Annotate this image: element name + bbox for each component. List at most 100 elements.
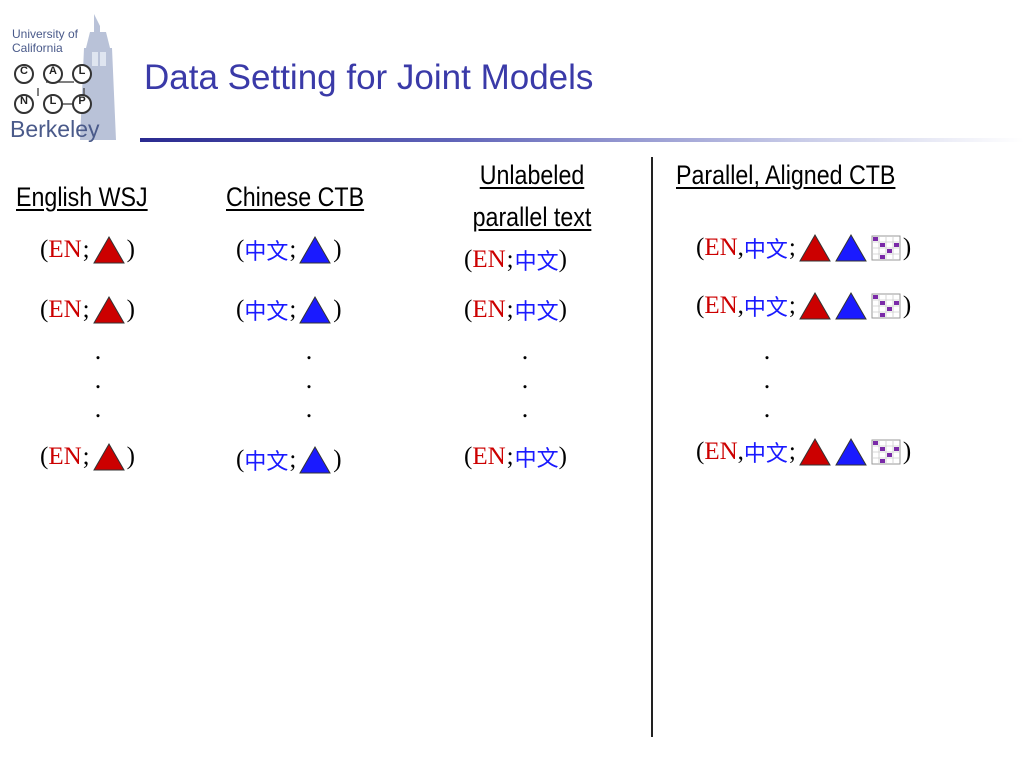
open-paren: ( [696,234,705,261]
close-paren: ) [126,296,135,323]
ellipsis-dot: . [305,365,313,394]
logo-letter: P [78,95,86,107]
chinese-sentence-label: 中文 [743,238,788,263]
english-sentence-label: EN [704,438,738,465]
slide-title: Data Setting for Joint Models [144,58,594,97]
blue-triangle-icon [835,291,867,320]
wsj-row: ( EN ; ) [40,294,135,326]
logo-university-line: University of [12,27,79,41]
red-triangle-icon [92,235,125,264]
open-paren: ( [464,443,473,470]
campanile-tower-icon [14,14,116,140]
open-paren: ( [40,236,49,263]
separator: ; [506,296,514,323]
close-paren: ) [333,236,342,263]
open-paren: ( [236,236,245,263]
heading-chinese-ctb: Chinese CTB [226,182,365,212]
separator: ; [788,438,796,465]
open-paren: ( [464,296,473,323]
heading-unlabeled-line2: parallel text [472,202,592,232]
logo-letter: N [20,95,28,107]
separator: ; [82,443,90,470]
blue-triangle-icon [299,235,332,264]
berkeley-nlp-logo [8,8,128,148]
english-sentence-label: EN [472,443,506,470]
separator: ; [788,292,796,319]
separator: ; [82,236,90,263]
parallel-aligned-row: ( EN , 中文 ; ) [696,290,911,322]
open-paren: ( [696,292,705,319]
chinese-sentence-label: 中文 [514,447,559,472]
chinese-sentence-label: 中文 [244,450,289,475]
chinese-sentence-label: 中文 [514,300,559,325]
comma: , [737,438,744,465]
logo-letter: L [49,95,57,107]
blue-triangle-icon [299,295,332,324]
ellipsis-dot: . [94,394,102,423]
ellipsis-dot: . [763,336,771,365]
english-sentence-label: EN [48,443,82,470]
chinese-sentence-label: 中文 [244,240,289,265]
ellipsis-dot: . [94,365,102,394]
ellipsis-dot: . [521,365,529,394]
wsj-row: ( EN ; ) [40,441,135,473]
heading-unlabeled-line1: Unlabeled [479,160,585,190]
ellipsis-dot: . [94,336,102,365]
blue-triangle-icon [835,437,867,466]
red-triangle-icon [92,442,125,471]
separator: ; [289,236,297,263]
close-paren: ) [126,443,135,470]
chinese-sentence-label: 中文 [514,250,559,275]
close-paren: ) [558,443,567,470]
close-paren: ) [126,236,135,263]
ellipsis-dot: . [521,336,529,365]
ellipsis-dot: . [521,394,529,423]
unlabeled-row: ( EN ; 中文 ) [464,244,567,276]
unlabeled-row: ( EN ; 中文 ) [464,294,567,326]
logo-berkeley-wordmark: Berkeley [10,116,100,142]
logo-letter: A [49,65,57,77]
heading-english-wsj: English WSJ [16,182,148,212]
ctb-row: ( 中文 ; ) [236,234,342,266]
chinese-sentence-label: 中文 [244,300,289,325]
open-paren: ( [40,296,49,323]
wsj-row: ( EN ; ) [40,234,135,266]
blue-triangle-icon [835,233,867,262]
separator: ; [289,296,297,323]
open-paren: ( [40,443,49,470]
close-paren: ) [333,296,342,323]
close-paren: ) [558,296,567,323]
comma: , [737,234,744,261]
red-triangle-icon [92,295,125,324]
title-underline-rule [140,138,1024,142]
english-sentence-label: EN [472,246,506,273]
separator: ; [788,234,796,261]
separator: ; [506,246,514,273]
close-paren: ) [558,246,567,273]
close-paren: ) [902,292,912,319]
column-divider [651,157,653,737]
alignment-grid-icon [871,439,901,465]
ctb-row: ( 中文 ; ) [236,444,342,476]
open-paren: ( [696,438,705,465]
chinese-sentence-label: 中文 [743,296,788,321]
unlabeled-row: ( EN ; 中文 ) [464,441,567,473]
english-sentence-label: EN [48,296,82,323]
blue-triangle-icon [299,445,332,474]
red-triangle-icon [799,291,831,320]
open-paren: ( [464,246,473,273]
comma: , [737,292,744,319]
parallel-aligned-row: ( EN , 中文 ; ) [696,232,911,264]
english-sentence-label: EN [704,292,738,319]
english-sentence-label: EN [48,236,82,263]
ctb-row: ( 中文 ; ) [236,294,342,326]
close-paren: ) [902,234,912,261]
separator: ; [289,446,297,473]
close-paren: ) [902,438,912,465]
close-paren: ) [333,446,342,473]
red-triangle-icon [799,233,831,262]
ellipsis-dot: . [305,394,313,423]
ellipsis-dot: . [763,394,771,423]
heading-parallel-aligned-ctb: Parallel, Aligned CTB [676,160,896,190]
logo-letter: L [78,65,86,77]
